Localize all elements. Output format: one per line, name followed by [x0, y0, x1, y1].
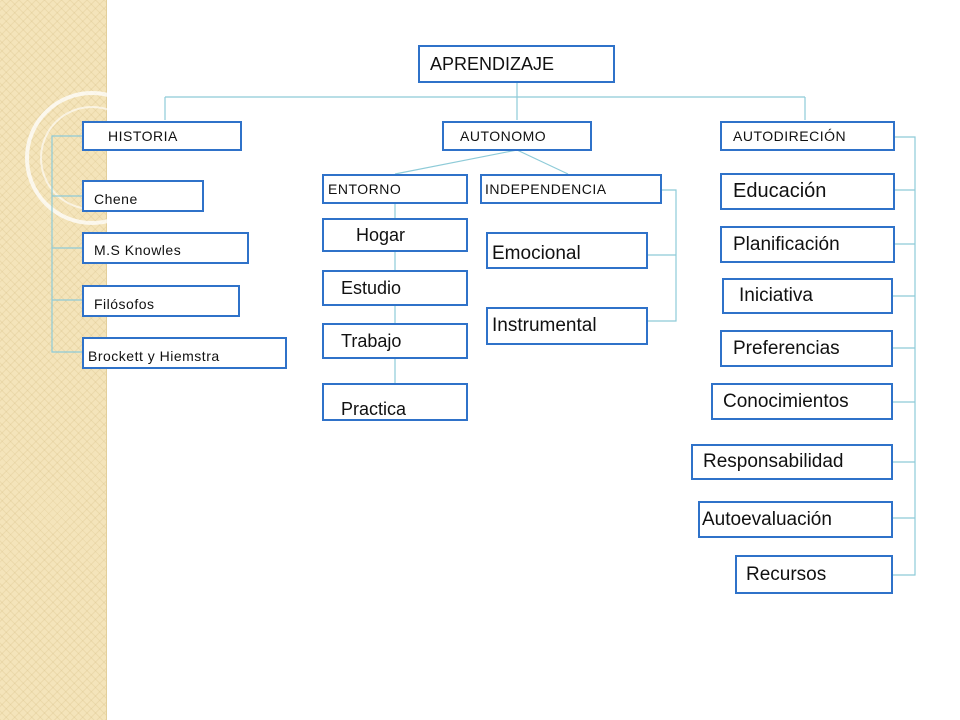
root-label: APRENDIZAJE	[430, 53, 555, 74]
autodirecion-item-label: Planificación	[733, 233, 840, 255]
entorno-node: ENTORNO	[322, 174, 468, 204]
autodirecion-item-conocimientos: Conocimientos	[711, 383, 893, 420]
entorno-label: ENTORNO	[328, 181, 402, 197]
historia-item-label: Brockett y Hiemstra	[88, 348, 220, 364]
autodirecion-item-iniciativa: Iniciativa	[722, 278, 893, 314]
historia-label: HISTORIA	[108, 128, 178, 144]
autodirecion-item-planificacion: Planificación	[720, 226, 895, 263]
historia-item-label: M.S Knowles	[94, 242, 182, 258]
root-connector	[164, 82, 806, 120]
historia-item-chene: Chene	[82, 180, 204, 212]
autodirecion-item-educacion: Educación	[720, 173, 895, 210]
independencia-bracket	[648, 189, 677, 322]
independencia-item-label: Emocional	[492, 242, 581, 264]
autodirecion-item-label: Educación	[733, 180, 827, 202]
independencia-label: INDEPENDENCIA	[485, 181, 607, 197]
autodirecion-item-responsabilidad: Responsabilidad	[691, 444, 893, 480]
autodirecion-item-label: Responsabilidad	[703, 451, 844, 472]
independencia-node: INDEPENDENCIA	[480, 174, 662, 204]
root-node: APRENDIZAJE	[418, 45, 615, 83]
autodirecion-item-autoevaluacion: Autoevaluación	[698, 501, 893, 538]
autodirecion-item-label: Iniciativa	[739, 285, 813, 306]
autodirecion-label: AUTODIRECIÓN	[733, 128, 847, 144]
entorno-item-practica: Practica	[322, 383, 468, 421]
entorno-item-estudio: Estudio	[322, 270, 468, 306]
autodirecion-node: AUTODIRECIÓN	[720, 121, 895, 151]
autonomo-node: AUTONOMO	[442, 121, 592, 151]
autodirecion-bracket	[893, 136, 916, 576]
decorative-ring-outer	[25, 91, 159, 225]
autodirecion-item-recursos: Recursos	[735, 555, 893, 594]
autonomo-label: AUTONOMO	[460, 128, 547, 144]
entorno-item-label: Estudio	[341, 277, 402, 298]
entorno-item-trabajo: Trabajo	[322, 323, 468, 359]
historia-item-label: Filósofos	[94, 296, 155, 312]
entorno-item-label: Practica	[341, 398, 407, 419]
autodirecion-item-preferencias: Preferencias	[720, 330, 893, 367]
historia-item-label: Chene	[94, 191, 138, 207]
historia-item-filosofos: Filósofos	[82, 285, 240, 317]
historia-bracket	[51, 135, 82, 353]
autodirecion-item-label: Conocimientos	[723, 390, 849, 412]
historia-node: HISTORIA	[82, 121, 242, 151]
historia-item-knowles: M.S Knowles	[82, 232, 249, 264]
independencia-item-emocional: Emocional	[486, 232, 648, 269]
independencia-item-label: Instrumental	[492, 315, 597, 336]
entorno-item-label: Trabajo	[341, 330, 402, 351]
entorno-item-hogar: Hogar	[322, 218, 468, 252]
autonomo-branch	[394, 149, 569, 175]
autodirecion-item-label: Autoevaluación	[702, 508, 832, 530]
independencia-item-instrumental: Instrumental	[486, 307, 648, 345]
autodirecion-item-label: Recursos	[746, 563, 827, 585]
historia-item-brockett: Brockett y Hiemstra	[82, 337, 287, 369]
autodirecion-item-label: Preferencias	[733, 337, 840, 359]
entorno-item-label: Hogar	[356, 224, 406, 245]
